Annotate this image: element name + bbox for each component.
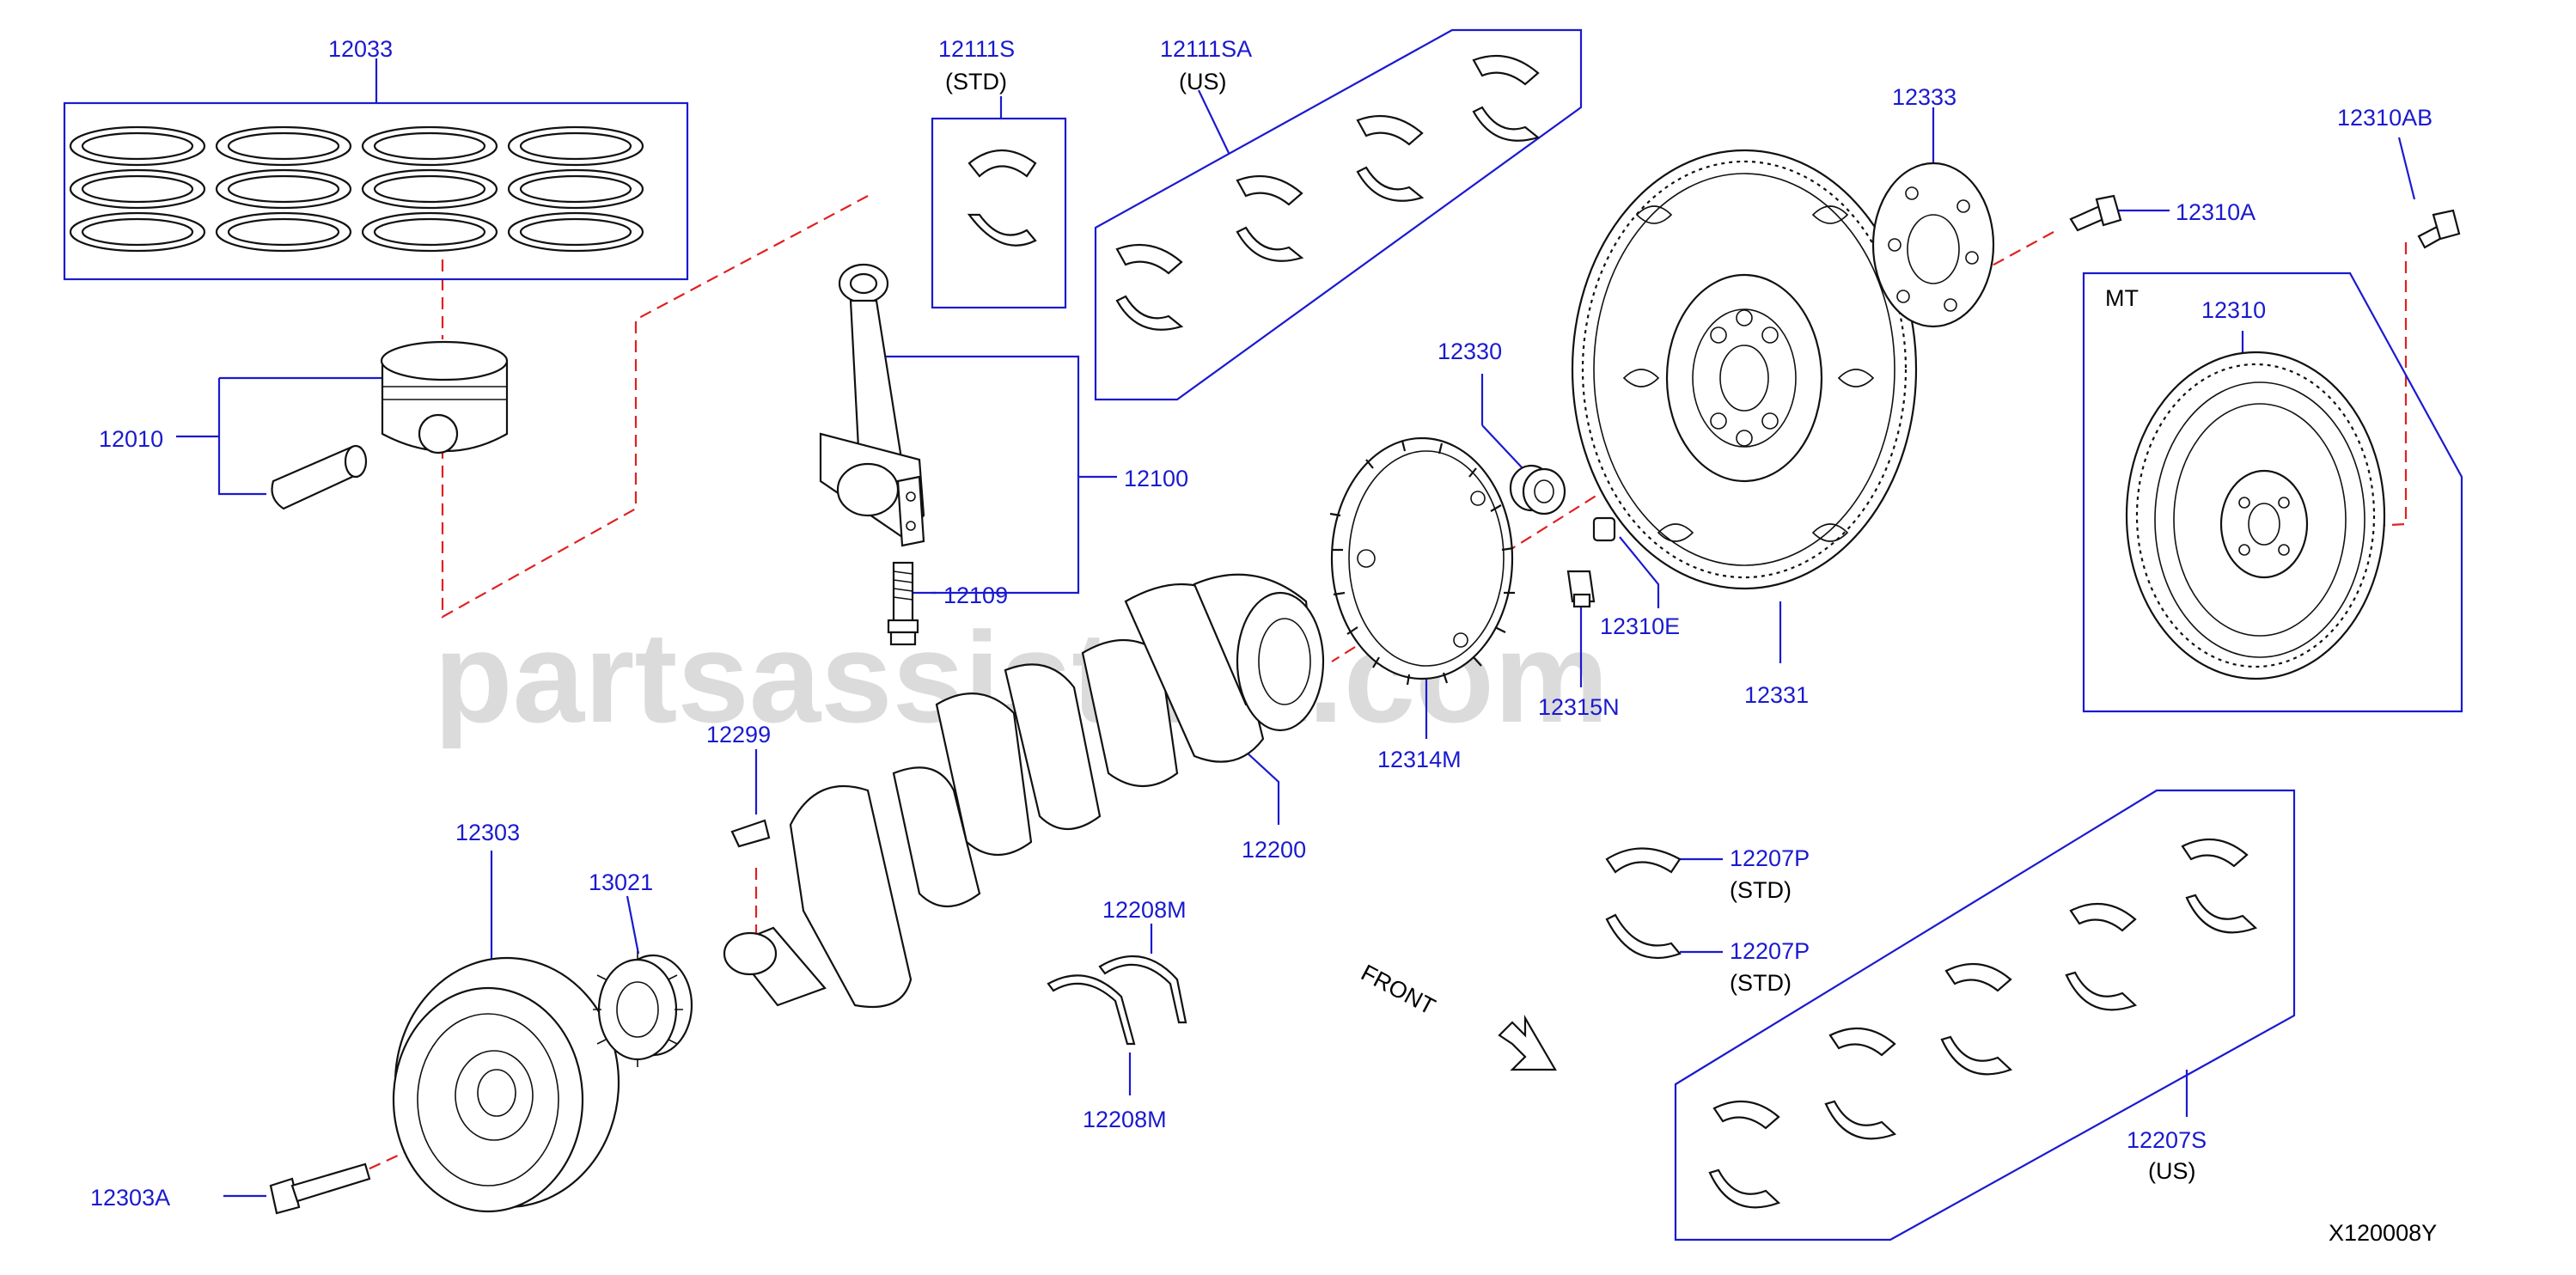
drawing-code: X120008Y bbox=[2329, 1220, 2437, 1246]
label-12310E[interactable]: 12310E bbox=[1600, 613, 1680, 639]
label-13021[interactable]: 13021 bbox=[589, 869, 653, 895]
reinforcement-plate-12333[interactable] bbox=[1871, 107, 1995, 328]
label-12303[interactable]: 12303 bbox=[455, 820, 520, 845]
label-12111SA[interactable]: 12111SA bbox=[1160, 36, 1252, 62]
crank-sprocket-13021[interactable] bbox=[593, 895, 693, 1067]
label-12200[interactable]: 12200 bbox=[1242, 837, 1306, 863]
front-label: FRONT bbox=[1357, 960, 1439, 1020]
label-12330[interactable]: 12330 bbox=[1438, 339, 1502, 364]
label-12333[interactable]: 12333 bbox=[1892, 84, 1956, 110]
label-12033[interactable]: 12033 bbox=[328, 36, 393, 62]
flywheel-12310-mt[interactable] bbox=[2082, 271, 2463, 713]
flywheel-bolt-12310AB[interactable] bbox=[2397, 137, 2461, 249]
pilot-bushing-12330[interactable] bbox=[1480, 374, 1566, 515]
drive-plate-12331[interactable] bbox=[1571, 149, 1918, 663]
label-12310[interactable]: 12310 bbox=[2201, 297, 2266, 323]
piston-rings-12033[interactable] bbox=[63, 58, 689, 281]
thrust-washer-12208M[interactable] bbox=[1047, 924, 1187, 1095]
connecting-rod-12100[interactable] bbox=[819, 263, 1117, 595]
flywheel-bolt-12310A[interactable] bbox=[2069, 194, 2170, 232]
label-12208M-top[interactable]: 12208M bbox=[1102, 897, 1187, 923]
conrod-bearing-12111SA[interactable] bbox=[1094, 28, 1583, 401]
label-12207P-2[interactable]: 12207P bbox=[1730, 938, 1810, 964]
label-12109[interactable]: 12109 bbox=[943, 583, 1008, 608]
main-bearing-12207P-1[interactable] bbox=[1605, 847, 1723, 874]
key-12299[interactable] bbox=[730, 749, 771, 848]
dowel-12310E[interactable] bbox=[1592, 516, 1660, 608]
label-12315N[interactable]: 12315N bbox=[1538, 694, 1620, 720]
pulley-bolt-12303A[interactable] bbox=[223, 1162, 371, 1215]
crank-pulley-12303[interactable] bbox=[392, 851, 620, 1213]
front-arrow-icon bbox=[1498, 1014, 1557, 1071]
label-12111S-note: (STD) bbox=[945, 69, 1007, 95]
label-12100[interactable]: 12100 bbox=[1124, 466, 1188, 491]
piston-12010[interactable] bbox=[176, 340, 509, 510]
conrod-bolt-12109[interactable] bbox=[887, 561, 937, 646]
main-bearing-12207S[interactable] bbox=[1674, 789, 2296, 1241]
label-12111S[interactable]: 12111S bbox=[938, 36, 1015, 62]
bolt-12315N[interactable] bbox=[1566, 570, 1596, 687]
label-mt: MT bbox=[2105, 285, 2139, 311]
label-12207P-1-note: (STD) bbox=[1730, 877, 1792, 903]
crankshaft-12200[interactable] bbox=[723, 573, 1325, 1009]
label-12310A[interactable]: 12310A bbox=[2176, 199, 2256, 225]
label-12010[interactable]: 12010 bbox=[99, 426, 163, 452]
front-indicator: FRONT bbox=[1357, 960, 1557, 1071]
label-12207S[interactable]: 12207S bbox=[2127, 1127, 2207, 1153]
main-bearing-12207P-2[interactable] bbox=[1605, 913, 1723, 960]
label-12299[interactable]: 12299 bbox=[706, 722, 771, 747]
signal-plate-12314M[interactable] bbox=[1329, 436, 1515, 739]
label-12207P-2-note: (STD) bbox=[1730, 970, 1792, 996]
label-12331[interactable]: 12331 bbox=[1744, 682, 1809, 708]
label-12208M-bottom[interactable]: 12208M bbox=[1083, 1107, 1167, 1132]
label-12111SA-note: (US) bbox=[1179, 69, 1227, 95]
label-12207P-1[interactable]: 12207P bbox=[1730, 845, 1810, 871]
label-12303A[interactable]: 12303A bbox=[90, 1185, 170, 1211]
conrod-bearing-12111S[interactable] bbox=[931, 96, 1067, 309]
label-12207S-note: (US) bbox=[2148, 1158, 2196, 1184]
label-12310AB[interactable]: 12310AB bbox=[2337, 105, 2433, 131]
label-12314M[interactable]: 12314M bbox=[1377, 747, 1462, 772]
